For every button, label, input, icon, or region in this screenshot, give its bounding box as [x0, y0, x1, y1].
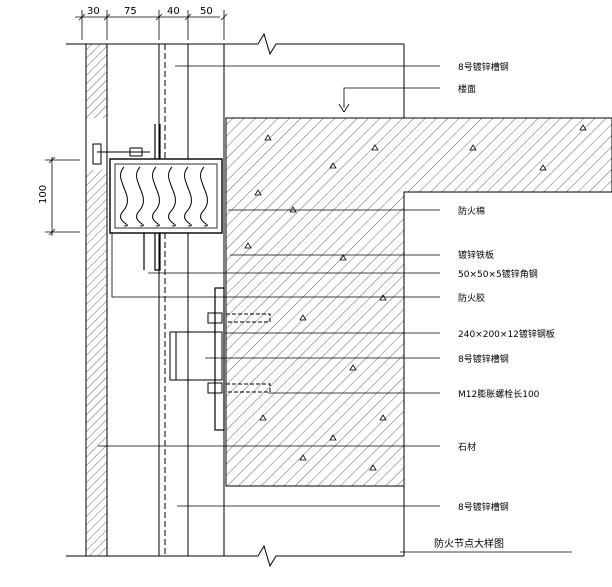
label-fireproof-glue: 防火胶 — [458, 292, 485, 304]
dim-100: 100 — [38, 185, 49, 204]
stone-cladding — [85, 43, 108, 557]
label-channel-top: 8号镀锌槽钢 — [458, 61, 509, 73]
label-angle-steel: 50×50×5镀锌角钢 — [458, 268, 538, 280]
label-floor-surface: 楼面 — [458, 83, 476, 95]
dim-30: 30 — [87, 6, 100, 17]
drawing-title: 防火节点大样图 — [434, 537, 504, 550]
angle-steel — [143, 124, 161, 271]
top-dimension-chain — [75, 10, 228, 40]
leader-lines — [98, 65, 572, 553]
dim-50: 50 — [200, 6, 213, 17]
left-dimension — [45, 156, 80, 236]
label-stone: 石材 — [458, 441, 476, 453]
vertical-frame-lines — [158, 44, 225, 556]
label-channel-mid: 8号镀锌槽钢 — [458, 353, 509, 365]
steel-plate-assembly — [169, 287, 271, 431]
label-steel-plate: 240×200×12镀锌钢板 — [458, 328, 555, 340]
fireproof-cotton — [109, 158, 223, 234]
label-channel-bottom: 8号镀锌槽钢 — [458, 501, 509, 513]
dim-40: 40 — [167, 6, 180, 17]
label-galv-sheet: 镀锌铁板 — [458, 249, 494, 261]
dim-75: 75 — [124, 6, 137, 17]
bolt-top — [92, 143, 150, 165]
break-lines — [66, 32, 404, 568]
label-anchor-bolt: M12膨胀螺栓长100 — [458, 388, 540, 400]
label-fireproof-cotton: 防火棉 — [458, 205, 485, 217]
concrete-slab — [225, 44, 612, 556]
